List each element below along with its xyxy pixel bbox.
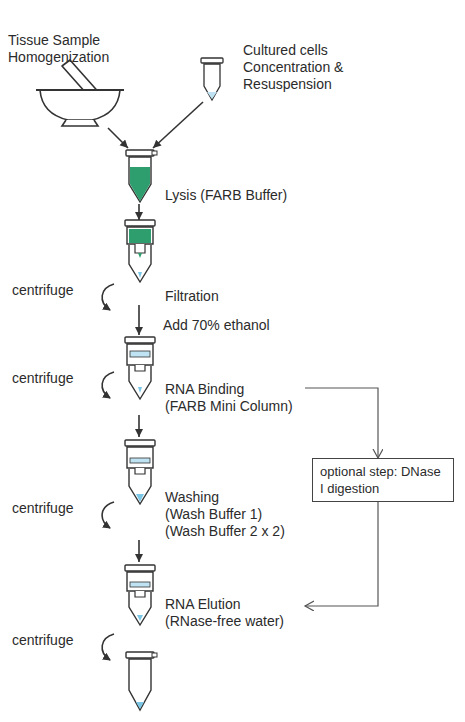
- drawing-part: [137, 615, 143, 621]
- step-title: Filtration: [165, 288, 305, 305]
- step-title: Cultured cells Concentration & Resuspens…: [243, 42, 361, 93]
- start-step: Cultured cells Concentration & Resuspens…: [195, 42, 361, 102]
- drawing-part: [127, 344, 153, 365]
- drawing-part: [127, 447, 153, 468]
- drawing-part: [125, 337, 155, 343]
- process-step: Filtration: [122, 220, 305, 305]
- binding-tube: [125, 337, 155, 399]
- centrifuge-label: centrifuge: [12, 282, 73, 299]
- drawing-part: [126, 652, 154, 658]
- drawing-part: [125, 220, 155, 226]
- elution-tube: [125, 565, 155, 625]
- drawing-part: [129, 366, 151, 399]
- drawing-part: [129, 157, 151, 202]
- drawing-part: [125, 440, 155, 446]
- flow-arrow: [138, 415, 140, 437]
- lysis-tube: [126, 150, 157, 202]
- drawing-part: [138, 272, 142, 278]
- drawing-part: [102, 502, 114, 528]
- drawing-part: [102, 372, 114, 398]
- drawing-part: [130, 351, 150, 357]
- drawing-part: [201, 58, 223, 63]
- step-detail: (FARB Mini Column): [165, 398, 305, 415]
- step-title: optional step: DNase I digestion: [320, 463, 446, 497]
- centrifuge-label: centrifuge: [12, 370, 73, 387]
- drawing-part: [207, 92, 217, 99]
- drawing-part: [127, 572, 153, 591]
- process-step: RNA Binding(FARB Mini Column): [122, 335, 305, 415]
- drawing-part: [135, 591, 145, 597]
- filtration-tube: [125, 220, 155, 282]
- drawing-part: [126, 150, 154, 156]
- process-step: Lysis (FARB Buffer): [122, 148, 315, 204]
- drawing-part: [62, 120, 98, 126]
- drawing-part: [136, 494, 144, 502]
- flow-arrow: [138, 540, 140, 562]
- drawing-part: [102, 284, 114, 310]
- drawing-part: [138, 253, 142, 258]
- cell-tube: [201, 58, 223, 100]
- step-detail: (RNase-free water): [165, 613, 305, 630]
- centrifuge-label: centrifuge: [12, 500, 73, 517]
- drawing-part: [125, 565, 155, 571]
- optional-connector: [305, 502, 378, 606]
- step-title: Washing: [165, 489, 305, 506]
- drawing-part: [138, 387, 142, 393]
- step-title: Tissue Sample Homogenization: [8, 32, 123, 66]
- flow-arrow: [108, 128, 128, 148]
- centrifuge-label: centrifuge: [12, 632, 73, 649]
- drawing-part: [36, 89, 124, 91]
- step-title: RNA Elution: [165, 596, 305, 613]
- drawing-part: [127, 227, 153, 244]
- step-title: RNA Binding: [165, 381, 305, 398]
- flow-arrow: [153, 102, 203, 148]
- drawing-part: [129, 592, 151, 625]
- drawing-part: [136, 702, 144, 709]
- washing-tube: [125, 440, 155, 504]
- drawing-part: [129, 245, 151, 282]
- centrifuge-arrows: [102, 284, 114, 660]
- drawing-part: [135, 468, 145, 474]
- step-detail: (Wash Buffer 1) (Wash Buffer 2 x 2): [165, 506, 305, 540]
- process-step: Washing(Wash Buffer 1) (Wash Buffer 2 x …: [122, 437, 305, 540]
- flow-arrow: [138, 204, 140, 220]
- process-step: RNA Elution(RNase-free water): [122, 562, 305, 630]
- edge-label: Add 70% ethanol: [163, 317, 270, 334]
- drawing-part: [129, 469, 151, 504]
- drawing-part: [135, 244, 145, 253]
- drawing-part: [152, 151, 157, 155]
- step-title: Lysis (FARB Buffer): [165, 187, 315, 204]
- drawing-part: [130, 167, 150, 201]
- flow-arrow: [138, 305, 140, 335]
- drawing-part: [135, 365, 145, 371]
- start-step: Tissue Sample Homogenization: [8, 32, 123, 128]
- drawing-part: [130, 458, 150, 463]
- drawing-part: [129, 659, 151, 710]
- drawing-part: [130, 582, 150, 587]
- final-tube: [126, 652, 157, 710]
- drawing-part: [102, 634, 114, 660]
- optional-connector: [305, 388, 378, 458]
- drawing-part: [204, 64, 220, 100]
- mortar-pestle: [36, 60, 124, 126]
- optional-box: optional step: DNase I digestion: [312, 458, 454, 502]
- drawing-part: [152, 653, 157, 657]
- drawing-part: [129, 229, 151, 243]
- drawing-part: [40, 90, 120, 120]
